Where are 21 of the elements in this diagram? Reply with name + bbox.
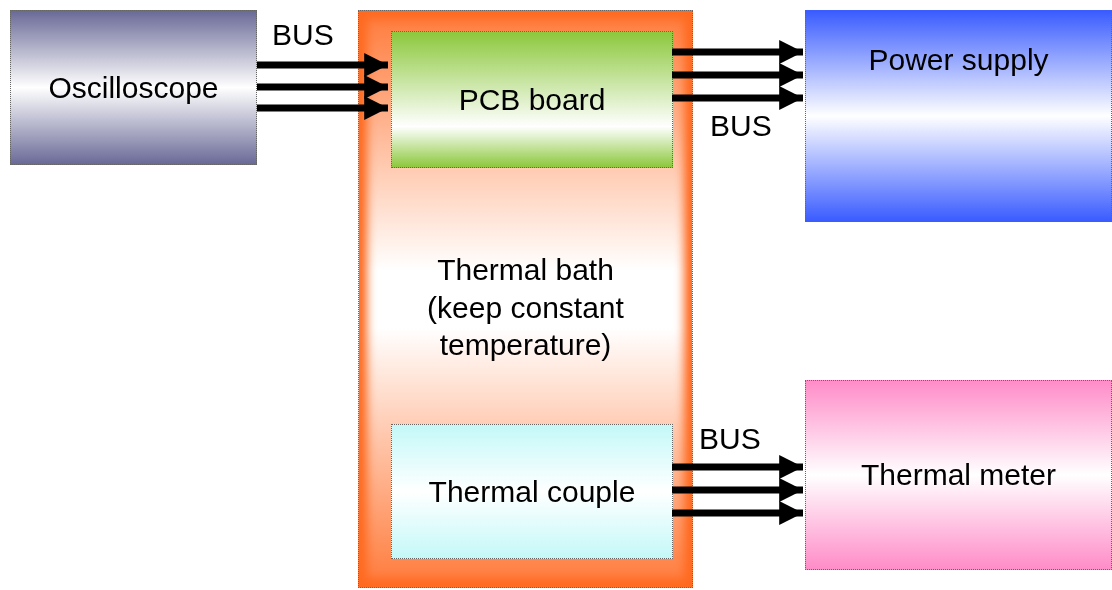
board-box xyxy=(391,31,673,168)
device-box xyxy=(805,10,1112,222)
arrow xyxy=(672,501,803,525)
device-box xyxy=(805,380,1112,570)
node-label: Thermal meter xyxy=(860,457,1056,494)
arrow xyxy=(672,63,803,87)
arrow xyxy=(257,53,388,77)
node-label: Thermal bath (keep constant temperature) xyxy=(426,252,625,363)
arrow xyxy=(672,455,803,479)
node-label: PCB board xyxy=(458,81,606,118)
device-box xyxy=(10,10,257,165)
arrow xyxy=(257,75,388,99)
arrow xyxy=(257,96,388,120)
node-label: Power supply xyxy=(868,42,1049,78)
node-label: Thermal couple xyxy=(428,473,636,510)
thermal-bath-box xyxy=(358,10,693,588)
sensor-box xyxy=(391,424,673,559)
arrow xyxy=(672,40,803,64)
arrow xyxy=(672,86,803,110)
arrow xyxy=(672,478,803,502)
node-label: Oscilloscope xyxy=(48,69,219,106)
